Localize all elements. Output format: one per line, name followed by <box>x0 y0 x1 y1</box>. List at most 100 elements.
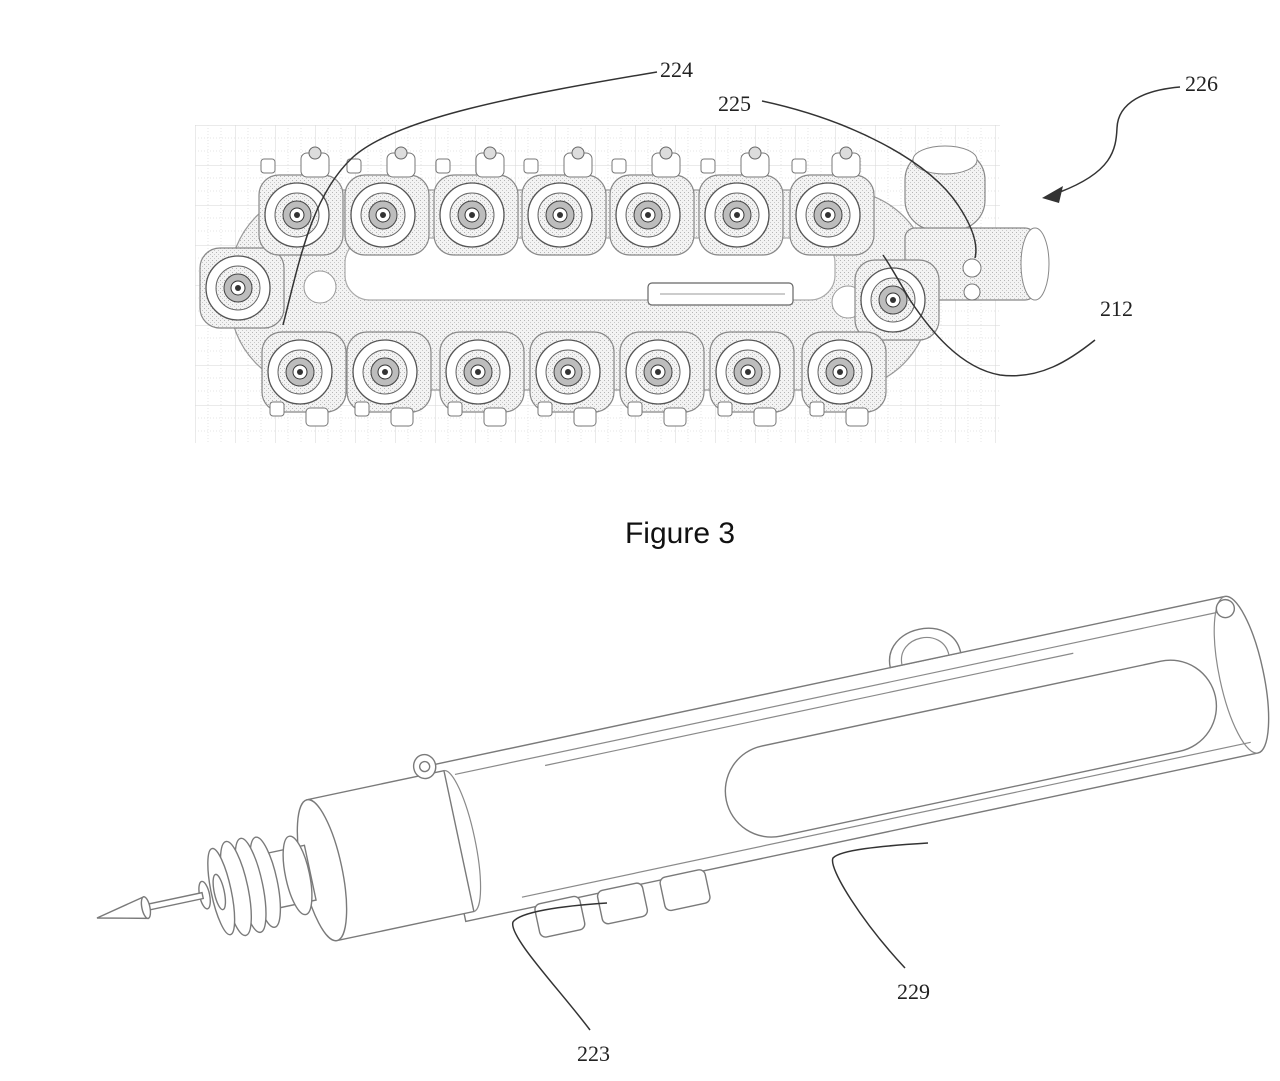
injector-cap-knob <box>571 146 585 160</box>
injector-tab <box>809 401 825 417</box>
injector-unit <box>439 331 525 427</box>
arrowhead-226 <box>1042 186 1063 203</box>
injector-units <box>199 146 940 427</box>
injector-nozzle-center <box>645 212 651 218</box>
pen-viewing-window <box>724 659 1218 838</box>
injector-nozzle-center <box>475 369 481 375</box>
right-port <box>963 283 981 301</box>
injector-cap-knob <box>748 146 762 160</box>
injector-unit <box>619 331 705 427</box>
injector-nozzle-center <box>655 369 661 375</box>
injector-unit <box>521 146 607 256</box>
injector-unit <box>346 331 432 427</box>
reference-numeral-226: 226 <box>1185 71 1218 96</box>
injector-cap-knob <box>394 146 408 160</box>
injector-unit <box>854 259 940 341</box>
pen-top-groove <box>544 652 1074 767</box>
injector-foot <box>483 407 507 427</box>
injector-tab <box>447 401 463 417</box>
injector-unit <box>789 146 875 256</box>
injector-nozzle-center <box>297 369 303 375</box>
pen-bottom-button <box>659 869 711 912</box>
pen-figure-annotations: 229 223 <box>512 842 930 1066</box>
injector-tab <box>537 401 553 417</box>
injector-nozzle-center <box>890 297 896 303</box>
pen-top-rail <box>454 611 1219 776</box>
injector-foot <box>573 407 597 427</box>
pen-dial-ring <box>249 836 282 929</box>
leader-line-212 <box>882 254 1096 377</box>
injector-tab <box>269 401 285 417</box>
injector-tab <box>717 401 733 417</box>
injector-unit <box>698 146 784 256</box>
pen-front-knob-center <box>418 760 431 773</box>
injector-cap-knob <box>659 146 673 160</box>
injector-tab <box>354 401 370 417</box>
injector-cap-knob <box>308 146 322 160</box>
injector-nozzle-center <box>469 212 475 218</box>
pen-top-fin <box>888 627 962 669</box>
injector-unit <box>609 146 695 256</box>
injector-unit <box>344 146 430 256</box>
pen-bottom-rail <box>521 741 1251 898</box>
injector-unit <box>801 331 887 427</box>
injector-foot <box>663 407 687 427</box>
pen-front-cylinder-seam <box>443 770 482 913</box>
injector-nozzle-center <box>837 369 843 375</box>
pen-dial-hub <box>212 873 227 911</box>
reference-numeral-224: 224 <box>660 57 693 82</box>
injector-tab <box>627 401 643 417</box>
injector-tab <box>791 158 807 174</box>
injector-unit <box>261 331 347 427</box>
pen-end-knob <box>1215 598 1236 619</box>
plate-left-boss <box>303 270 337 304</box>
right-horizontal-cylinder-end <box>1020 227 1050 301</box>
injector-nozzle-center <box>825 212 831 218</box>
injector-unit <box>258 146 344 256</box>
leader-line-224 <box>282 71 658 326</box>
leader-arrow-226 <box>1059 86 1181 193</box>
injector-nozzle-center <box>235 285 241 291</box>
injector-nozzle-center <box>380 212 386 218</box>
injector-foot <box>753 407 777 427</box>
injector-nozzle-center <box>382 369 388 375</box>
pen-needle-tip-base <box>140 896 152 920</box>
injector-nozzle-center <box>734 212 740 218</box>
leader-line-223 <box>512 902 608 1031</box>
injector-nozzle-center <box>565 369 571 375</box>
injector-tab <box>700 158 716 174</box>
injector-unit <box>529 331 615 427</box>
pen-injector-figure <box>96 595 1270 942</box>
injector-unit <box>199 247 285 329</box>
injector-tab <box>435 158 451 174</box>
pen-needle-tip <box>96 895 150 920</box>
reference-numeral-223: 223 <box>577 1041 610 1066</box>
reference-numeral-212: 212 <box>1100 296 1133 321</box>
reference-numeral-225: 225 <box>718 91 751 116</box>
injector-foot <box>845 407 869 427</box>
injector-cap-knob <box>839 146 853 160</box>
injector-foot <box>390 407 414 427</box>
injector-foot <box>305 407 329 427</box>
injector-nozzle-center <box>745 369 751 375</box>
injector-tab <box>260 158 276 174</box>
right-port <box>962 258 982 278</box>
leader-line-225 <box>761 100 977 259</box>
injector-nozzle-center <box>557 212 563 218</box>
injector-nozzle-center <box>294 212 300 218</box>
pen-bottom-button <box>596 882 649 925</box>
injector-tab <box>611 158 627 174</box>
pen-needle-shaft <box>144 891 205 912</box>
injector-unit <box>433 146 519 256</box>
leader-line-229 <box>831 842 929 969</box>
figure-caption: Figure 3 <box>625 517 735 550</box>
right-vertical-cylinder-end <box>912 145 978 175</box>
injector-unit <box>709 331 795 427</box>
injector-cap-knob <box>483 146 497 160</box>
injector-tab <box>346 158 362 174</box>
reference-numeral-229: 229 <box>897 979 930 1004</box>
pen-top-fin-inner <box>900 637 950 666</box>
injector-tab <box>523 158 539 174</box>
pen-collar <box>282 835 313 916</box>
